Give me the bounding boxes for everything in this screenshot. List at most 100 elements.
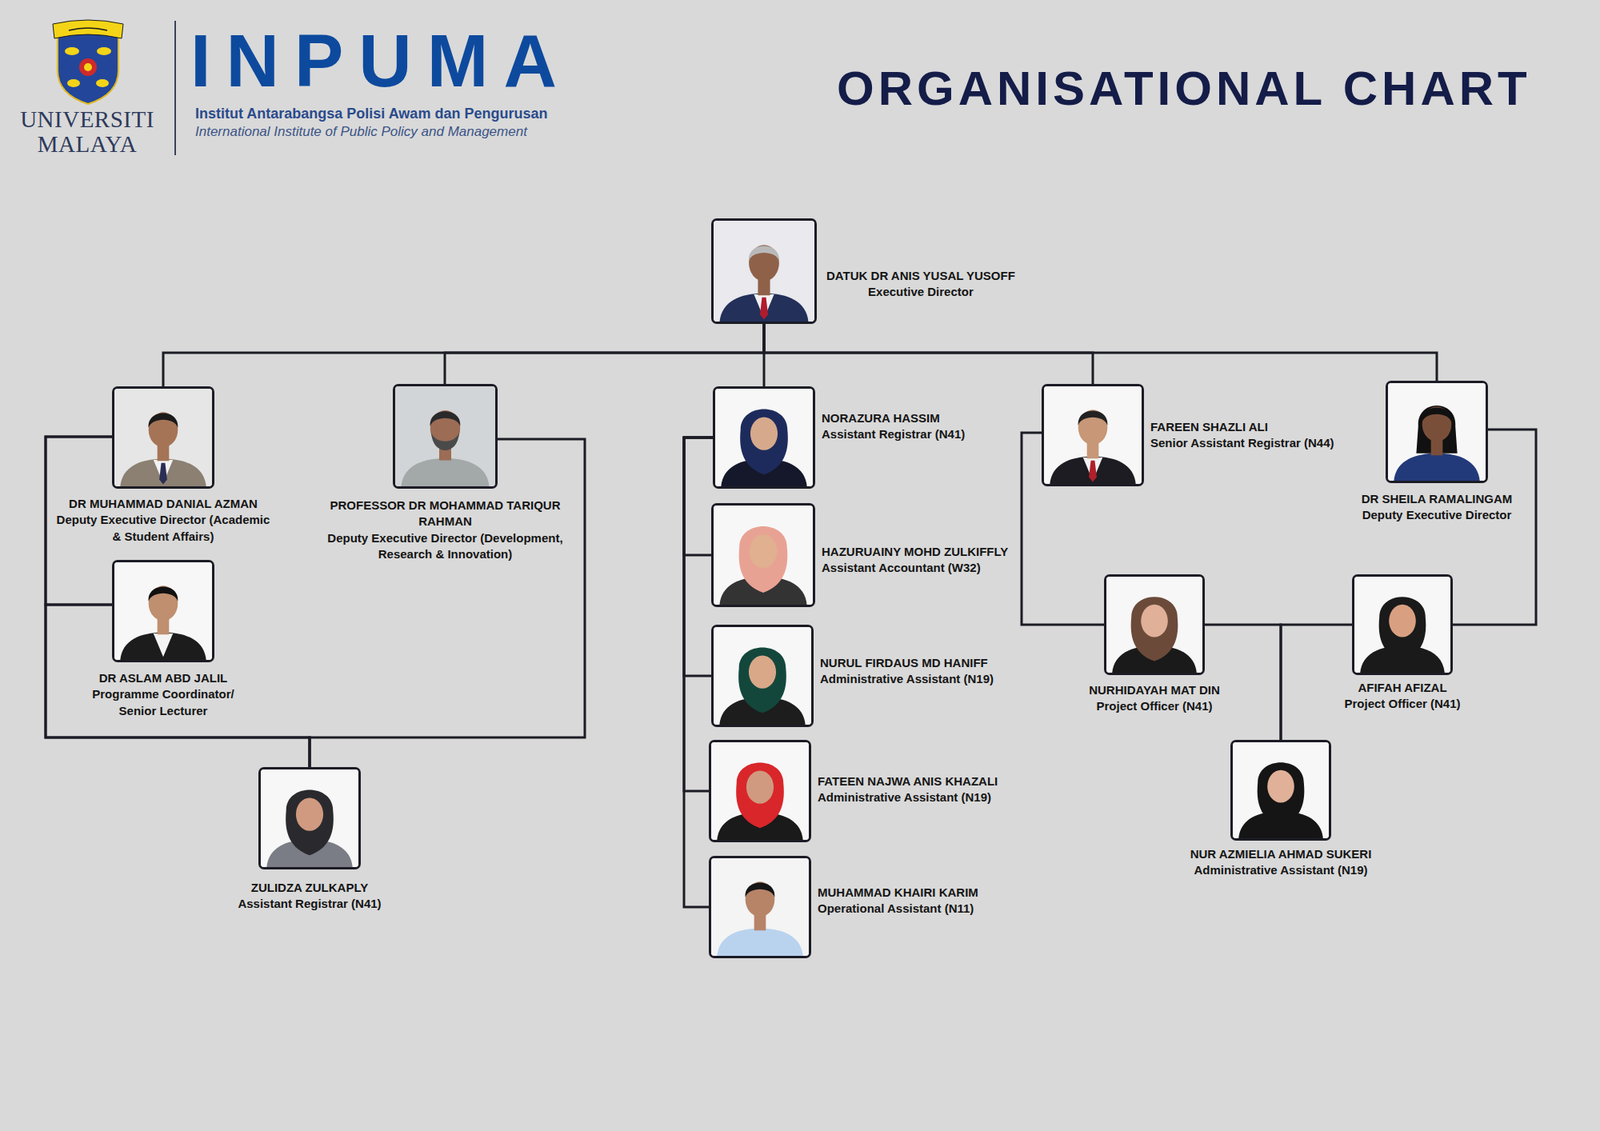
person-role: Deputy Executive Director [1332, 507, 1541, 524]
reporting-line [764, 324, 1437, 381]
person-role: Administrative Assistant (N19) [817, 789, 998, 806]
institute-acronym: INPUMA [190, 24, 572, 98]
portrait-photo [711, 858, 809, 956]
person-photo-card: PROFESSOR DR MOHAMMAD TARIQUR RAHMANDepu… [392, 384, 498, 489]
person-photo-card: DR SHEILA RAMALINGAMDeputy Executive Dir… [1385, 380, 1488, 484]
caption-group: DR ASLAM ABD JALILProgramme Coordinator/… [77, 670, 250, 720]
person-name: NURHIDAYAH MAT DIN [1066, 682, 1243, 699]
caption-group: DR SHEILA RAMALINGAMDeputy Executive Dir… [1332, 491, 1541, 524]
person-name: HAZURUAINY MOHD ZULKIFFLY [821, 544, 1008, 560]
portrait-photo [114, 388, 212, 487]
university-wordmark: UNIVERSITI MALAYA [11, 107, 164, 158]
photo-frame [713, 505, 813, 605]
portrait-photo [1232, 742, 1329, 839]
reporting-line [163, 324, 764, 387]
portrait-photo [395, 386, 496, 487]
caption-group: DR MUHAMMAD DANIAL AZMANDeputy Executive… [55, 496, 272, 545]
caption-group: MUHAMMAD KHAIRI KARIMOperational Assista… [817, 884, 979, 918]
caption-group: AFIFAH AFIZALProject Officer (N41) [1314, 680, 1491, 713]
person-photo-card: NORAZURA HASSIMAssistant Registrar (N41) [712, 386, 816, 489]
portrait-photo [1044, 386, 1142, 484]
person-photo-card: NURHIDAYAH MAT DINProject Officer (N41) [1104, 574, 1205, 676]
photo-frame [1106, 576, 1203, 673]
photo-frame [1354, 576, 1451, 673]
caption-group: FAREEN SHAZLI ALISenior Assistant Regist… [1150, 419, 1335, 452]
caption-group: FATEEN NAJWA ANIS KHAZALIAdministrative … [817, 773, 998, 807]
person-role: Administrative Assistant (N19) [1164, 862, 1397, 879]
person-name: DR MUHAMMAD DANIAL AZMAN [55, 496, 272, 512]
reporting-line [684, 437, 713, 556]
person-name: DATUK DR ANIS YUSAL YUSOFF [826, 268, 1016, 284]
photo-frame [395, 386, 496, 487]
university-crest [52, 20, 124, 104]
photo-frame [114, 388, 212, 487]
caption-group: NUR AZMIELIA AHMAD SUKERIAdministrative … [1164, 846, 1397, 880]
person-photo-card: HAZURUAINY MOHD ZULKIFFLYAssistant Accou… [711, 503, 816, 608]
person-name: FATEEN NAJWA ANIS KHAZALI [817, 773, 998, 790]
photo-frame [1044, 386, 1142, 484]
reporting-line [1204, 624, 1281, 740]
person-name: DR SHEILA RAMALINGAM [1332, 491, 1541, 508]
person-role: Executive Director [826, 284, 1016, 300]
person-photo-card: FAREEN SHAZLI ALISenior Assistant Regist… [1041, 384, 1144, 487]
reporting-line [1280, 624, 1352, 740]
person-role: Administrative Assistant (N19) [820, 671, 994, 688]
portrait-photo [1106, 576, 1203, 673]
portrait-photo [260, 769, 359, 868]
portrait-photo [713, 220, 815, 322]
institute-name-malay: Institut Antarabangsa Polisi Awam dan Pe… [195, 105, 548, 124]
person-photo-card: NUR AZMIELIA AHMAD SUKERIAdministrative … [1230, 740, 1332, 841]
person-name: NORAZURA HASSIM [821, 410, 965, 427]
caption-group: PROFESSOR DR MOHAMMAD TARIQUR RAHMANDepu… [325, 497, 566, 563]
photo-frame [711, 742, 809, 840]
person-role: Project Officer (N41) [1314, 696, 1491, 712]
institute-name-english: International Institute of Public Policy… [195, 124, 528, 140]
person-role: Deputy Executive Director (Development, … [325, 530, 566, 564]
photo-frame [711, 858, 809, 956]
person-photo-card: DATUK DR ANIS YUSAL YUSOFFExecutive Dire… [711, 218, 817, 324]
person-name: DR ASLAM ABD JALIL [77, 670, 250, 687]
reporting-line [684, 437, 713, 676]
photo-frame [260, 769, 359, 868]
caption-group: NURUL FIRDAUS MD HANIFFAdministrative As… [820, 655, 994, 688]
person-role: Project Officer (N41) [1066, 698, 1243, 715]
person-role: Programme Coordinator/ Senior Lecturer [77, 686, 250, 720]
portrait-photo [1388, 383, 1486, 481]
caption-group: NURHIDAYAH MAT DINProject Officer (N41) [1066, 682, 1243, 716]
portrait-photo [1354, 576, 1451, 673]
reporting-line [684, 437, 713, 792]
reporting-line [45, 436, 310, 768]
portrait-photo [713, 505, 813, 605]
person-photo-card: MUHAMMAD KHAIRI KARIMOperational Assista… [708, 856, 812, 959]
person-role: Deputy Executive Director (Academic & St… [55, 512, 272, 545]
photo-frame [715, 388, 813, 487]
person-name: NURUL FIRDAUS MD HANIFF [820, 655, 994, 672]
person-name: MUHAMMAD KHAIRI KARIM [817, 884, 979, 901]
person-name: AFIFAH AFIZAL [1314, 680, 1491, 696]
person-role: Operational Assistant (N11) [817, 900, 979, 917]
person-photo-card: DR ASLAM ABD JALILProgramme Coordinator/… [112, 560, 215, 663]
caption-group: NORAZURA HASSIMAssistant Registrar (N41) [821, 410, 965, 444]
person-photo-card: FATEEN NAJWA ANIS KHAZALIAdministrative … [708, 740, 812, 843]
portrait-photo [711, 742, 809, 840]
person-photo-card: AFIFAH AFIZALProject Officer (N41) [1352, 574, 1453, 676]
caption-group: DATUK DR ANIS YUSAL YUSOFFExecutive Dire… [826, 268, 1016, 301]
person-role: Assistant Accountant (W32) [821, 560, 1008, 576]
portrait-photo [713, 627, 812, 725]
photo-frame [713, 627, 812, 725]
chart-title: ORGANISATIONAL CHART [836, 64, 1532, 113]
person-name: PROFESSOR DR MOHAMMAD TARIQUR RAHMAN [325, 497, 566, 531]
caption-group: ZULIDZA ZULKAPLYAssistant Registrar (N41… [209, 880, 410, 913]
photo-frame [114, 562, 212, 660]
portrait-photo [114, 562, 212, 660]
person-name: ZULIDZA ZULKAPLY [209, 880, 410, 896]
photo-frame [713, 220, 815, 322]
person-role: Assistant Registrar (N41) [209, 896, 410, 912]
person-name: FAREEN SHAZLI ALI [1150, 419, 1335, 436]
person-photo-card: DR MUHAMMAD DANIAL AZMANDeputy Executive… [112, 386, 215, 489]
reporting-line [444, 324, 764, 384]
person-photo-card: NURUL FIRDAUS MD HANIFFAdministrative As… [711, 624, 814, 728]
photo-frame [1232, 742, 1329, 839]
caption-group: HAZURUAINY MOHD ZULKIFFLYAssistant Accou… [821, 544, 1008, 577]
